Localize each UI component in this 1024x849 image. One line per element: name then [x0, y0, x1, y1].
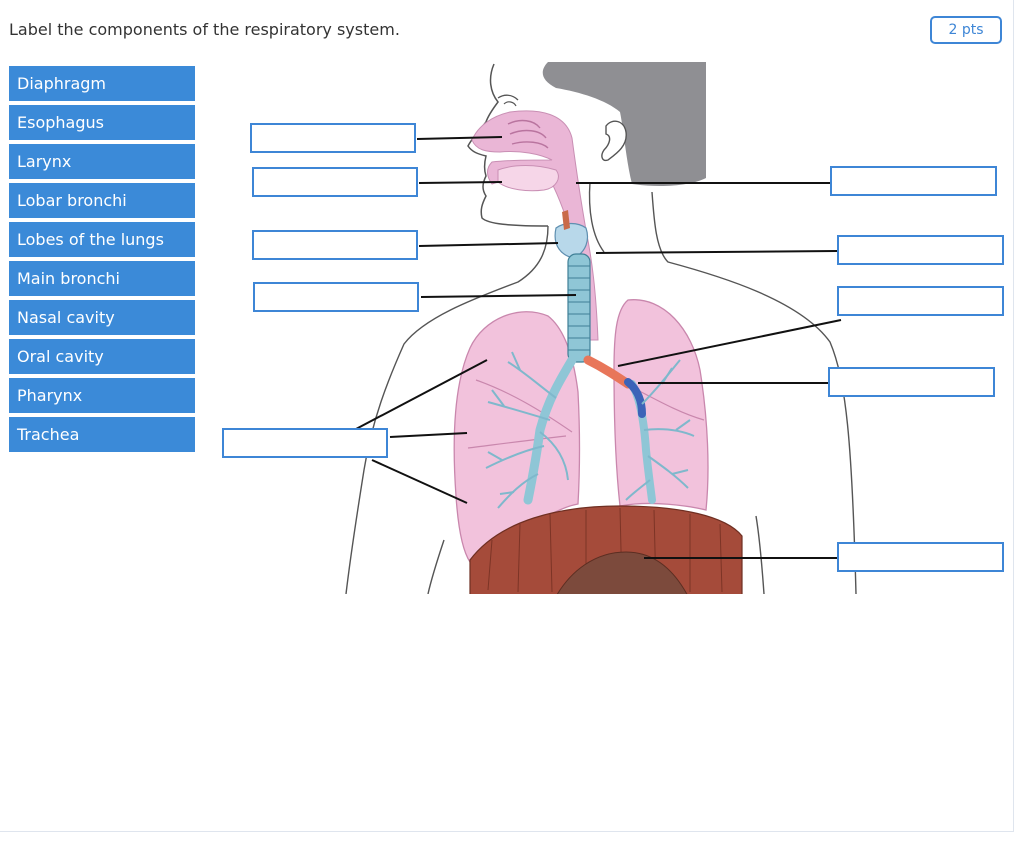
trachea-icon [567, 253, 591, 363]
label-chip-nasal-cavity[interactable]: Nasal cavity [9, 300, 195, 335]
label-chip-lobes-of-the-lungs[interactable]: Lobes of the lungs [9, 222, 195, 257]
label-chip-oral-cavity[interactable]: Oral cavity [9, 339, 195, 374]
label-chip-larynx[interactable]: Larynx [9, 144, 195, 179]
drop-target-10[interactable] [837, 542, 1004, 572]
question-frame [0, 0, 1014, 832]
drop-target-3[interactable] [252, 230, 418, 260]
drop-target-8[interactable] [837, 286, 1004, 316]
leader-lines [355, 136, 842, 559]
label-chip-trachea[interactable]: Trachea [9, 417, 195, 452]
label-chip-esophagus[interactable]: Esophagus [9, 105, 195, 140]
drop-target-5[interactable] [222, 428, 388, 458]
human-head-silhouette-icon [542, 62, 706, 186]
label-chip-lobar-bronchi[interactable]: Lobar bronchi [9, 183, 195, 218]
drop-target-7[interactable] [837, 235, 1004, 265]
drop-target-9[interactable] [828, 367, 995, 397]
drop-target-6[interactable] [830, 166, 997, 196]
points-badge: 2 pts [930, 16, 1002, 44]
label-chip-diaphragm[interactable]: Diaphragm [9, 66, 195, 101]
label-chip-main-bronchi[interactable]: Main bronchi [9, 261, 195, 296]
drop-target-4[interactable] [253, 282, 419, 312]
label-bank: Diaphragm Esophagus Larynx Lobar bronchi… [9, 66, 195, 456]
question-title: Label the components of the respiratory … [9, 20, 400, 39]
drop-target-1[interactable] [250, 123, 416, 153]
label-chip-pharynx[interactable]: Pharynx [9, 378, 195, 413]
drop-target-2[interactable] [252, 167, 418, 197]
diaphragm-icon [469, 505, 743, 594]
